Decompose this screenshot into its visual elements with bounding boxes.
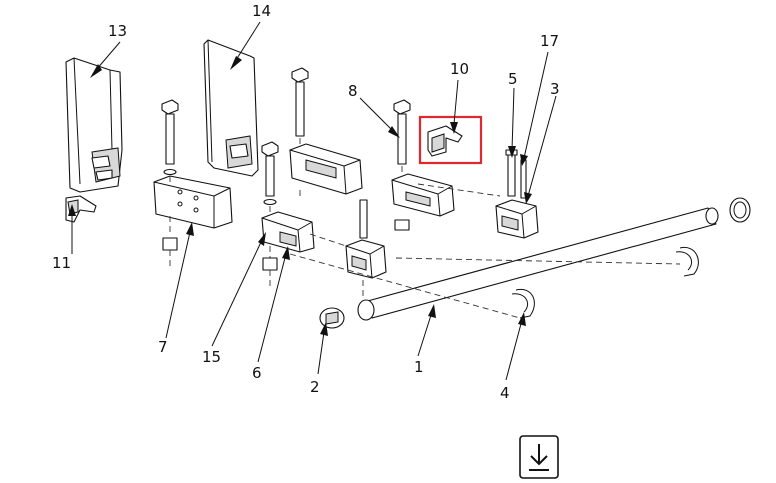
callout-4: 4 — [500, 384, 510, 402]
callout-17: 17 — [540, 32, 559, 50]
download-icon — [529, 444, 549, 471]
callout-1: 1 — [414, 358, 424, 376]
callout-15: 15 — [202, 348, 221, 366]
callout-10: 10 — [450, 60, 469, 78]
part-7-base[interactable] — [153, 175, 233, 229]
part-10-clip[interactable] — [427, 125, 463, 157]
part-3-clamp[interactable] — [495, 199, 539, 239]
callout-7: 7 — [158, 338, 168, 356]
part-6-bolt — [261, 141, 279, 286]
part-6-block[interactable] — [261, 211, 315, 253]
assembly-lines — [289, 183, 681, 319]
part-13-bracket[interactable] — [65, 57, 123, 193]
callout-14: 14 — [252, 2, 271, 20]
callout-3: 3 — [550, 80, 560, 98]
part-2-plug[interactable] — [319, 307, 345, 329]
part-central-bracket[interactable] — [289, 143, 363, 195]
part-middle-clamp[interactable] — [345, 199, 387, 300]
callout-13: 13 — [108, 22, 127, 40]
part-end-cap — [729, 197, 751, 223]
callout-5: 5 — [508, 70, 518, 88]
part-5-bolt[interactable] — [505, 149, 518, 197]
leader-lines — [68, 21, 557, 381]
callout-11: 11 — [52, 254, 71, 272]
part-4-ubolt[interactable] — [511, 288, 535, 319]
part-central-bolt — [291, 67, 309, 200]
part-8-bolt[interactable] — [393, 99, 411, 231]
part-17-pin[interactable] — [520, 159, 527, 199]
callout-8: 8 — [348, 82, 358, 100]
part-1-tube[interactable] — [357, 207, 719, 321]
highlight-box-part-10 — [418, 115, 483, 165]
part-4-ubolt-right — [675, 246, 699, 277]
callout-6: 6 — [252, 364, 262, 382]
part-14-plate[interactable] — [203, 39, 259, 177]
download-button[interactable] — [519, 435, 559, 479]
callout-2: 2 — [310, 378, 320, 396]
part-right-bracket[interactable] — [391, 173, 455, 217]
part-7-bolt — [161, 99, 179, 270]
